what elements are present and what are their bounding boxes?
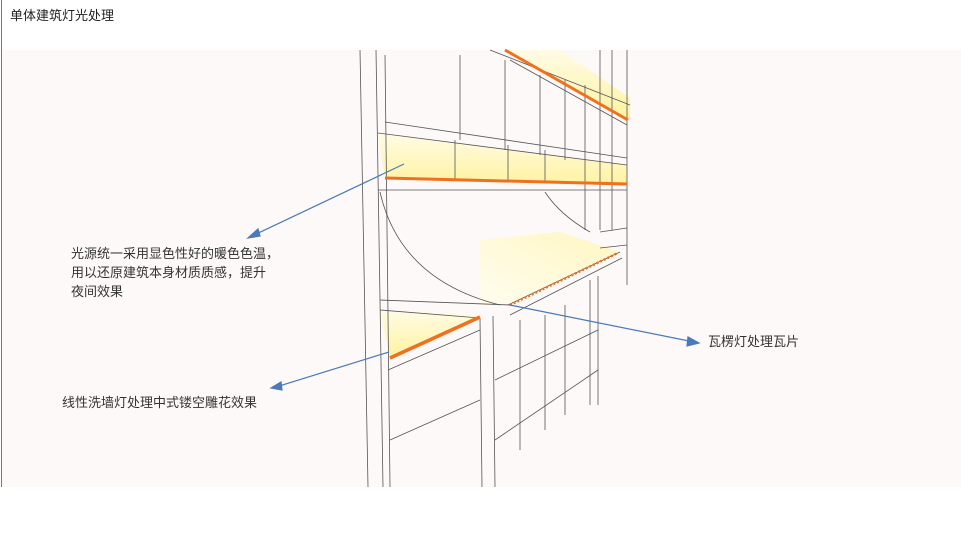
annotation-warm-light: 光源统一采用显色性好的暖色色温， 用以还原建筑本身材质质感，提升 夜间效果 (71, 245, 279, 302)
annotation-line: 用以还原建筑本身材质质感，提升 (71, 266, 267, 281)
arrow-head-icon (686, 336, 701, 347)
glow-floor1 (380, 310, 480, 357)
annotation-tile-light: 瓦楞灯处理瓦片 (708, 335, 800, 350)
arrow-head-icon (246, 227, 261, 239)
glow-floor2 (378, 133, 627, 185)
page-title: 单体建筑灯光处理 (10, 9, 115, 24)
left-border (1, 0, 2, 487)
annotation-line: 光源统一采用显色性好的暖色色温， (71, 247, 280, 262)
arrow-head-icon (269, 381, 283, 391)
building-outline (359, 49, 631, 488)
light-strips (384, 48, 629, 360)
annotation-line: 夜间效果 (71, 285, 124, 300)
light-strip-floor1 (389, 315, 481, 360)
annotation-wall-washer: 线性洗墙灯处理中式镂空雕花效果 (62, 396, 258, 411)
tile-roof-glow (480, 232, 620, 305)
light-strip-floor2 (384, 176, 628, 186)
light-strip-floor3 (504, 48, 629, 122)
annotation-arrows (246, 163, 701, 391)
